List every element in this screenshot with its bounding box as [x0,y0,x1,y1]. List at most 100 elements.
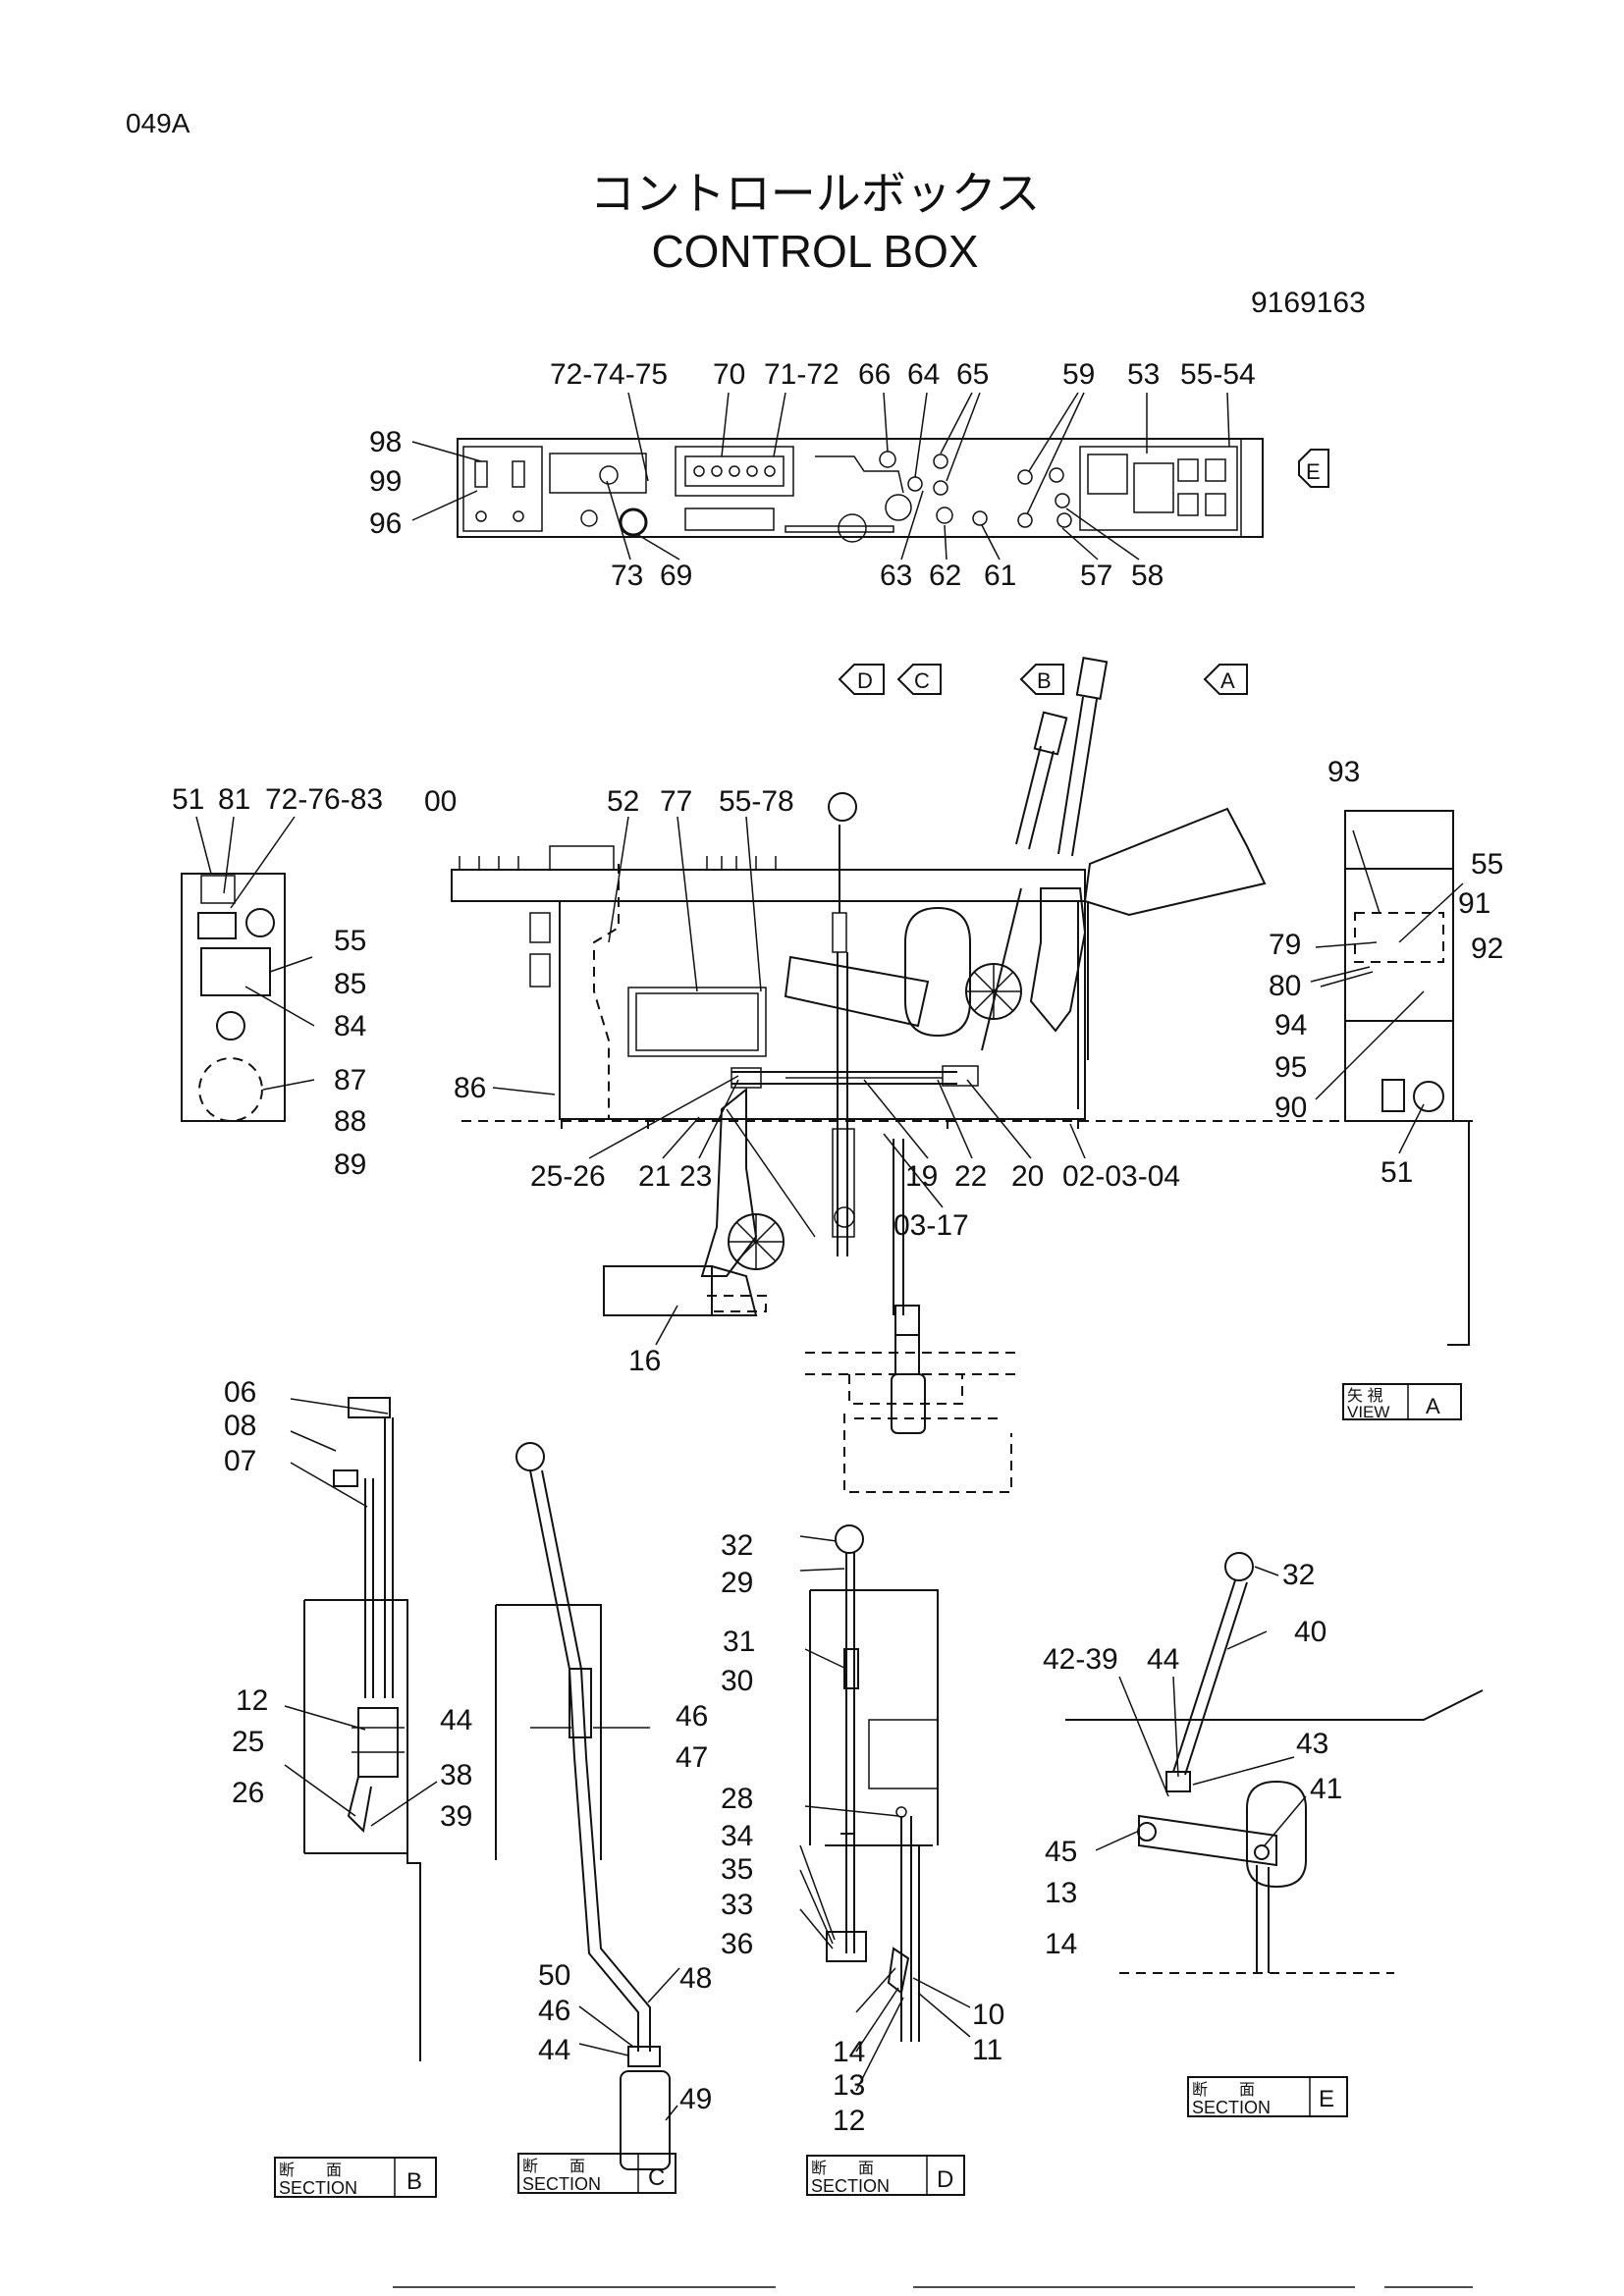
callout-42-39: 42-39 [1043,1643,1118,1676]
svg-text:断 面: 断 面 [522,2158,585,2175]
svg-text:E: E [1306,459,1321,484]
callout-94: 94 [1274,1009,1307,1041]
svg-text:SECTION: SECTION [279,2178,357,2198]
callout-30: 30 [721,1665,753,1697]
callout-93: 93 [1327,756,1360,788]
callout-80: 80 [1269,970,1301,1002]
callout-87: 87 [334,1064,366,1096]
callout-44: 44 [440,1704,472,1736]
main-view-leaders [195,816,1086,1346]
callout-35: 35 [721,1853,753,1886]
callout-46: 46 [538,1995,570,2027]
callout-52: 52 [607,785,639,818]
callout-70: 70 [713,358,745,391]
callout-48: 48 [679,1962,712,1995]
callout-22: 22 [954,1160,987,1193]
callout-79: 79 [1269,929,1301,961]
svg-text:D: D [937,2166,953,2193]
view-arrow-a: A [1203,664,1248,695]
callout-53: 53 [1127,358,1160,391]
callout-44: 44 [1147,1643,1179,1676]
svg-text:断 面: 断 面 [279,2162,342,2179]
svg-text:断 面: 断 面 [811,2160,874,2177]
callout-33: 33 [721,1889,753,1921]
callout-65: 65 [956,358,989,391]
callout-49: 49 [679,2083,712,2115]
section-d-callouts: 32 29 31 30 28 34 35 33 36 14 13 12 10 1… [721,1529,1004,2137]
callout-85: 85 [334,968,366,1000]
callout-44: 44 [538,2034,570,2066]
view-arrow-d: D [838,664,885,695]
top-panel-callouts: 72-74-75 70 71-72 66 64 65 59 53 55-54 9… [369,358,1256,592]
callout-31: 31 [723,1626,755,1658]
callout-98: 98 [369,426,402,458]
view-a [1310,810,1470,1346]
callout-92: 92 [1471,933,1503,965]
callout-84: 84 [334,1010,366,1042]
callout-14: 14 [833,2036,865,2068]
callout-12: 12 [236,1684,268,1717]
callout-72-74-75: 72-74-75 [550,358,668,391]
main-view-callouts: 51 81 72-76-83 00 52 77 55-78 55 85 84 8… [172,783,1180,1377]
callout-40: 40 [1294,1616,1326,1648]
callout-32: 32 [721,1529,753,1562]
svg-text:E: E [1319,2086,1334,2112]
part-number: 9169163 [1251,287,1366,319]
callout-55: 55 [334,925,366,957]
callout-55-78: 55-78 [719,785,794,818]
callout-39: 39 [440,1800,472,1833]
callout-00: 00 [424,785,457,818]
callout-07: 07 [224,1445,256,1477]
callout-25-26: 25-26 [530,1160,606,1193]
callout-88: 88 [334,1105,366,1138]
callout-55-54: 55-54 [1180,358,1256,391]
svg-text:A: A [1220,668,1235,693]
callout-89: 89 [334,1148,366,1181]
section-e-drawing [1065,1552,1484,1974]
callout-16: 16 [628,1345,661,1377]
callout-08: 08 [224,1410,256,1442]
callout-34: 34 [721,1820,753,1852]
callout-41: 41 [1310,1773,1342,1805]
left-detail-view [181,873,315,1122]
callout-69: 69 [660,560,692,592]
callout-51: 51 [172,783,204,816]
callout-21: 21 [638,1160,671,1193]
svg-text:B: B [406,2168,422,2195]
svg-text:A: A [1426,1394,1440,1418]
callout-26: 26 [232,1777,264,1809]
title-japanese: コントロールボックス [590,168,1041,219]
callout-55: 55 [1471,848,1503,881]
callout-06: 06 [224,1376,256,1409]
callout-72-76-83: 72-76-83 [265,783,383,816]
callout-02-03-04: 02-03-04 [1062,1160,1180,1193]
section-c-tag: 断 面 SECTION C [517,2153,677,2194]
callout-64: 64 [907,358,940,391]
callout-81: 81 [218,783,250,816]
svg-text:SECTION: SECTION [1192,2098,1271,2117]
top-panel-view [457,438,1264,543]
callout-12: 12 [833,2105,865,2137]
callout-25: 25 [232,1726,264,1758]
callout-58: 58 [1131,560,1164,592]
callout-96: 96 [369,507,402,540]
callout-43: 43 [1296,1728,1328,1760]
section-b-callouts: 06 08 07 12 25 26 38 39 [224,1376,472,1833]
title-english: CONTROL BOX [651,226,978,277]
page-code: 049A [126,108,190,138]
callout-20: 20 [1011,1160,1044,1193]
view-a-tag: 矢 視 VIEW A [1342,1383,1462,1421]
callout-91: 91 [1458,887,1490,920]
section-d-drawing [799,1524,971,2092]
callout-51: 51 [1380,1156,1413,1189]
section-d-tag: 断 面 SECTION D [806,2155,965,2196]
callout-46: 46 [676,1700,708,1733]
svg-text:B: B [1037,668,1052,693]
view-a-callouts: 93 55 91 92 79 80 94 95 90 51 [1269,756,1503,1189]
callout-86: 86 [454,1072,486,1104]
callout-71-72: 71-72 [764,358,839,391]
callout-59: 59 [1062,358,1095,391]
main-side-view [451,657,1478,1493]
view-arrow-c: C [896,664,942,695]
